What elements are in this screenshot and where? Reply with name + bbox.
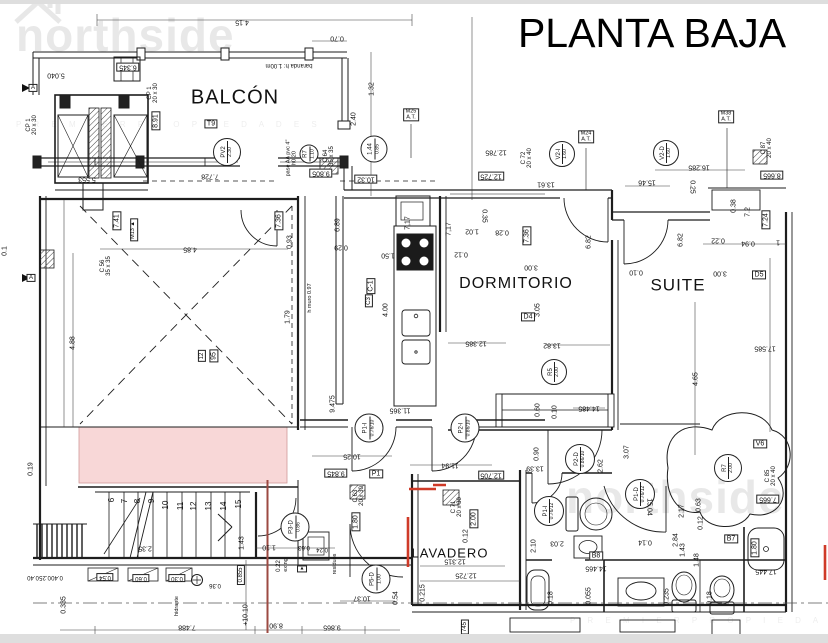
watermark-tagline: P R E M I E R P R O P I E D A D E S [570, 616, 828, 625]
page-edge-bottom [0, 634, 828, 643]
watermark-logo: northside [566, 471, 785, 523]
bathroom-fixtures [526, 412, 791, 615]
elevators [22, 84, 149, 282]
watermark-tagline: P R E M I E R P R O P I E D A D E S [16, 120, 322, 129]
interior-walls [33, 124, 793, 638]
plan-title: PLANTA BAJA [517, 10, 787, 56]
void-cross [79, 180, 438, 425]
kitchen-fixtures [335, 195, 437, 407]
dimension-lines [33, 14, 828, 634]
page-edge-top [0, 0, 828, 4]
highlight-area [78, 426, 288, 484]
stairs [33, 491, 250, 586]
red-markup-lines [266, 480, 827, 633]
balcony-structure [32, 47, 353, 190]
